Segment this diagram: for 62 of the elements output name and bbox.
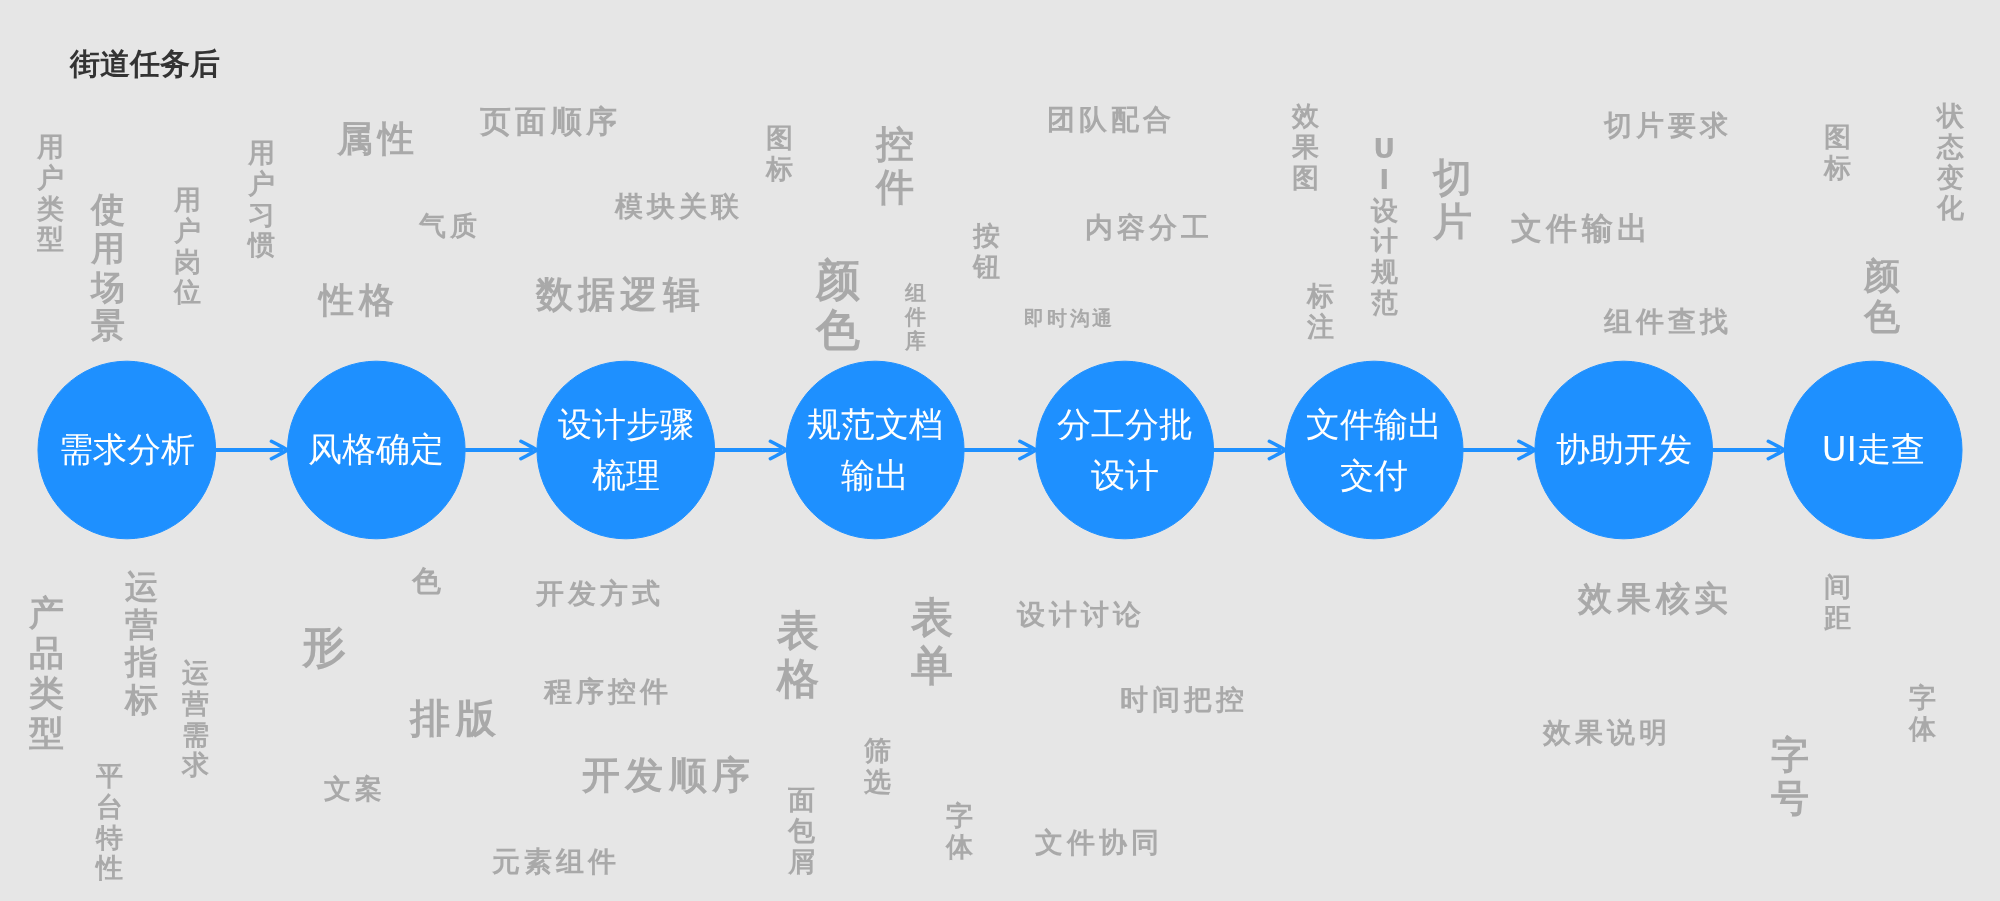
node-circle: 分工分批设计 <box>1035 360 1215 540</box>
keyword-label: 筛选 <box>863 736 892 798</box>
keyword-label: 平台特性 <box>95 761 124 885</box>
keyword-label: 内容分工 <box>1085 214 1213 242</box>
keyword-label: 文件协同 <box>1035 829 1163 857</box>
keyword-label: 团队配合 <box>1047 106 1175 134</box>
keyword-label: 页面顺序 <box>480 106 622 137</box>
keyword-label: 切片 <box>1432 156 1473 245</box>
node-circle: 需求分析 <box>37 360 217 540</box>
keyword-label: 切片要求 <box>1604 112 1732 140</box>
keyword-label: 排版 <box>410 698 502 738</box>
keyword-label: UI设计规范 <box>1370 134 1399 319</box>
keyword-label: 即时沟通 <box>1024 308 1116 328</box>
keyword-label: 表单 <box>910 594 955 690</box>
keyword-label: 使用场景 <box>90 190 126 345</box>
keyword-label: 开发方式 <box>536 580 664 608</box>
keyword-label: 文案 <box>324 775 386 802</box>
node-circle: 规范文档输出 <box>785 360 965 540</box>
keyword-label: 状态变化 <box>1936 101 1965 225</box>
keyword-label: 按钮 <box>972 221 1001 283</box>
keyword-label: 颜色 <box>1863 255 1901 338</box>
keyword-label: 字体 <box>945 801 974 863</box>
keyword-label: 运营需求 <box>181 658 210 782</box>
keyword-label: 效果核实 <box>1578 581 1734 615</box>
keyword-label: 程序控件 <box>544 678 672 706</box>
keyword-label: 属性 <box>337 121 420 157</box>
keyword-label: 设计讨论 <box>1017 601 1145 629</box>
node-circle: 文件输出交付 <box>1284 360 1464 540</box>
node-circle: 风格确定 <box>286 360 466 540</box>
keyword-label: 用户习惯 <box>247 138 276 262</box>
keyword-label: 产品类型 <box>28 594 65 754</box>
keyword-label: 元素组件 <box>492 848 620 876</box>
keyword-label: 间距 <box>1823 572 1852 634</box>
keyword-label: 效果图 <box>1291 101 1320 194</box>
keyword-label: 面包屑 <box>787 785 816 878</box>
keyword-label: 运营指标 <box>124 568 159 719</box>
keyword-label: 表格 <box>776 607 821 703</box>
keyword-label: 用户岗位 <box>173 185 202 309</box>
keyword-label: 控件 <box>875 123 915 210</box>
keyword-label: 形 <box>302 625 353 669</box>
node-circle: 协助开发 <box>1534 360 1714 540</box>
keyword-label: 文件输出 <box>1511 213 1653 244</box>
keyword-label: 时间把控 <box>1120 686 1248 714</box>
keyword-label: 字号 <box>1770 734 1810 821</box>
keyword-label: 组件库 <box>904 282 927 354</box>
diagram-title: 街道任务后 <box>70 46 220 82</box>
keyword-label: 图标 <box>765 123 794 185</box>
keyword-label: 数据逻辑 <box>536 276 705 313</box>
keyword-label: 字体 <box>1908 683 1937 745</box>
node-circle: 设计步骤梳理 <box>536 360 716 540</box>
node-circle: UI走查 <box>1783 360 1963 540</box>
keyword-label: 标注 <box>1306 281 1335 343</box>
keyword-label: 颜色 <box>815 255 862 356</box>
keyword-label: 组件查找 <box>1604 308 1732 336</box>
keyword-label: 开发顺序 <box>582 756 756 794</box>
keyword-label: 模块关联 <box>615 193 743 221</box>
keyword-label: 效果说明 <box>1543 719 1671 747</box>
keyword-label: 色 <box>412 567 446 596</box>
keyword-label: 气质 <box>419 212 481 239</box>
keyword-label: 用户类型 <box>36 132 65 256</box>
keyword-label: 性格 <box>319 283 399 318</box>
keyword-label: 图标 <box>1823 122 1852 184</box>
